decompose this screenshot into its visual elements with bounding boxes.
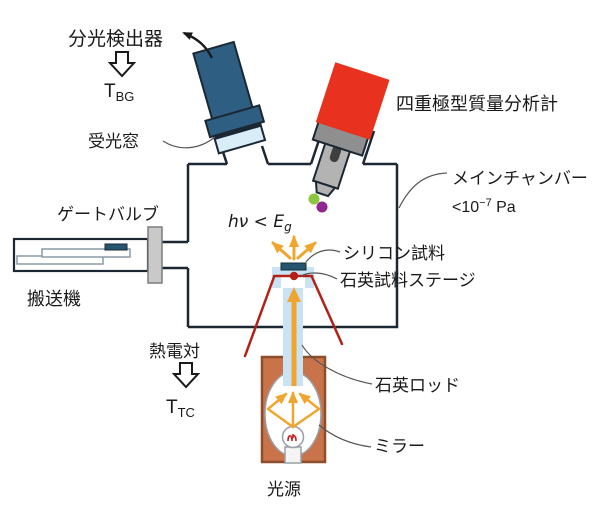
label-t-tc: TTC — [166, 397, 195, 420]
label-quartz-rod: 石英ロッド — [375, 376, 460, 395]
transfer-sample — [104, 243, 128, 251]
quartz-stage-bar — [272, 267, 314, 276]
detector-signal-arrow — [182, 31, 214, 59]
label-sample-stage: 石英試料ステージ — [340, 271, 476, 290]
detector-flange-strip — [212, 121, 262, 140]
label-mirror: ミラー — [374, 437, 425, 456]
label-t-bg: TBG — [104, 81, 134, 104]
quartz-stage-leg-left — [272, 276, 281, 288]
label-main-chamber: メインチャンバー — [452, 169, 588, 188]
qms-slot — [329, 145, 342, 163]
transfer-port — [161, 240, 188, 270]
label-photon-energy: hν < Eg — [228, 212, 292, 234]
thermocouple-junction — [289, 271, 299, 281]
label-light-source: 光源 — [267, 480, 301, 499]
photon-arrow-right — [296, 241, 317, 260]
leader-silicon — [305, 249, 341, 263]
label-spectro-detector: 分光検出器 — [68, 28, 163, 50]
light-ray-right — [291, 407, 321, 429]
chamber-wall — [186, 162, 399, 329]
leader-chamber — [398, 172, 448, 209]
viewport-window — [213, 124, 267, 155]
qms-tip — [314, 180, 337, 198]
block-arrow-tbg — [107, 51, 137, 78]
beam-arrowhead — [287, 287, 301, 302]
thermocouple-wire-right — [310, 275, 344, 346]
label-thermocouple: 熱電対 — [149, 342, 200, 361]
label-silicon-sample: シリコン試料 — [343, 244, 445, 263]
desorption-arrows — [271, 235, 317, 261]
light-ray-left — [266, 407, 295, 429]
molecule-purple-dot — [316, 201, 328, 213]
lamp-bulb-filament — [287, 434, 297, 442]
molecule-green-dot — [308, 193, 320, 205]
label-transfer-machine: 搬送機 — [27, 289, 81, 309]
gate-valve — [147, 226, 163, 284]
qms-assembly — [311, 62, 390, 198]
transfer-arm-upper — [41, 248, 131, 258]
leader-stage — [300, 272, 338, 280]
qms-body — [315, 62, 390, 140]
leader-window — [162, 136, 216, 149]
label-window: 受光窓 — [88, 132, 139, 151]
light-ray-left-up — [266, 392, 288, 411]
detector-assembly — [192, 40, 267, 155]
label-pressure: <10−7 Pa — [452, 197, 516, 216]
silicon-sample — [280, 262, 307, 271]
lamp-bulb-base — [284, 446, 302, 464]
light-ray-right-up — [298, 392, 321, 411]
leader-lines — [162, 136, 448, 448]
label-qms: 四重極型質量分析計 — [396, 94, 558, 114]
quartz-stage-leg-right — [305, 276, 314, 288]
photon-arrow-left — [271, 241, 292, 260]
lamp-rays — [266, 391, 321, 429]
leader-mirror — [318, 424, 372, 448]
thermocouple-wire-left — [243, 275, 276, 358]
block-arrow-ttc — [171, 362, 201, 389]
leader-rod — [301, 344, 373, 385]
label-gate-valve: ゲートバルブ — [57, 204, 159, 224]
